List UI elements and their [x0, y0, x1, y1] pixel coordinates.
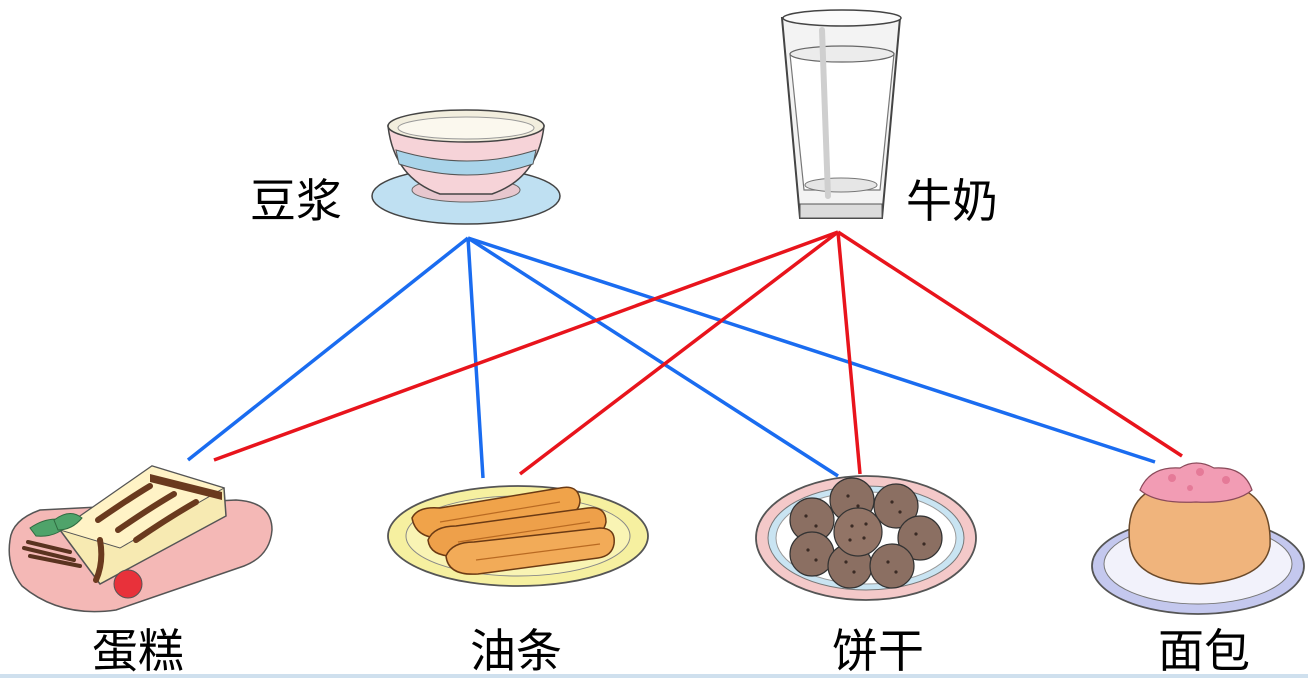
label-bread: 面包 [1158, 624, 1250, 678]
fried-dough-plate-icon [387, 485, 649, 587]
bottom-divider [0, 674, 1308, 678]
line-milk-cake [213, 230, 839, 462]
line-soy-biscuit [467, 236, 839, 478]
label-soy-milk: 豆浆 [250, 174, 342, 228]
line-milk-biscuit [836, 231, 862, 475]
bread-plate-icon [1091, 462, 1305, 615]
biscuit-plate-icon [755, 475, 977, 601]
label-cake: 蛋糕 [92, 624, 184, 678]
line-soy-cake [186, 236, 470, 462]
connection-lines [186, 230, 1183, 479]
line-soy-bread [467, 236, 1156, 464]
cake-slice-icon [8, 465, 273, 613]
line-milk-youtiao [518, 230, 840, 476]
label-milk: 牛奶 [906, 174, 998, 228]
label-youtiao: 油条 [470, 624, 562, 678]
label-biscuit: 饼干 [832, 624, 924, 678]
milk-glass-icon [780, 9, 902, 219]
line-milk-bread [837, 230, 1183, 458]
line-soy-youtiao [466, 237, 485, 479]
soy-milk-bowl-icon [371, 109, 561, 225]
